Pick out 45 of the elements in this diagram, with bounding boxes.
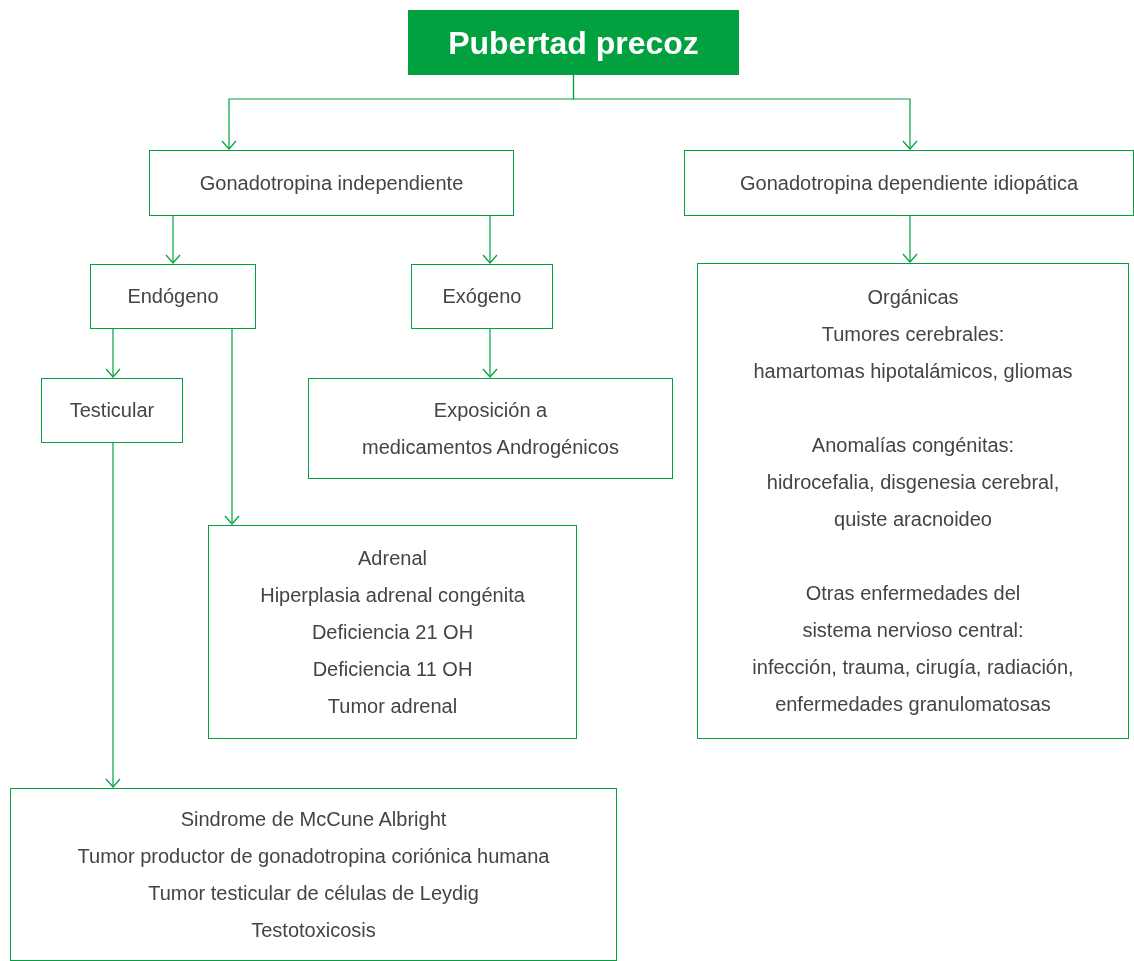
title-text: Pubertad precoz xyxy=(448,23,699,63)
node-text: Sindrome de McCune Albright xyxy=(180,806,447,832)
node-text: Exposición a xyxy=(433,397,548,423)
node-text: Gonadotropina independiente xyxy=(199,170,464,196)
node-text: Deficiencia 21 OH xyxy=(311,619,474,645)
category-box xyxy=(697,263,1129,739)
node-text: Tumor testicular de células de Leydig xyxy=(148,880,479,906)
node-text: enfermedades granulomatosas xyxy=(775,692,1051,717)
node-text: Testicular xyxy=(69,398,155,423)
arrow xyxy=(105,328,121,378)
node-text: infección, trauma, cirugía, radiación, xyxy=(752,655,1074,680)
category-box xyxy=(208,525,577,739)
node-text: Otras enfermedades del xyxy=(805,581,1021,606)
arrow xyxy=(105,442,121,788)
arrow xyxy=(902,215,918,263)
arrow xyxy=(482,215,498,264)
node-text: Endógeno xyxy=(127,284,219,309)
node-text: Deficiencia 11 OH xyxy=(312,656,473,682)
node-text: Orgánicas xyxy=(867,285,959,310)
category-box xyxy=(90,264,256,329)
node-text: sistema nervioso central: xyxy=(802,618,1024,643)
arrow xyxy=(224,328,240,525)
node-text: hamartomas hipotalámicos, gliomas xyxy=(753,359,1073,384)
category-box xyxy=(41,378,183,443)
category-box xyxy=(684,150,1134,216)
category-box xyxy=(308,378,673,479)
category-box xyxy=(411,264,553,329)
title-box xyxy=(408,10,739,75)
node-text: medicamentos Androgénicos xyxy=(362,434,619,460)
node-text: hidrocefalia, disgenesia cerebral, xyxy=(766,470,1060,495)
node-text: Gonadotropina dependiente idiopática xyxy=(739,170,1078,196)
node-text: Anomalías congénitas: xyxy=(811,433,1015,458)
node-text: quiste aracnoideo xyxy=(834,507,992,532)
category-box xyxy=(10,788,617,961)
node-text: Testotoxicosis xyxy=(251,917,376,943)
node-text: Exógeno xyxy=(442,284,522,309)
node-text: Tumores cerebrales: xyxy=(821,322,1005,347)
arrow xyxy=(165,215,181,264)
node-text: Adrenal xyxy=(358,545,427,571)
node-text: Tumor adrenal xyxy=(327,693,458,719)
node-text: Tumor productor de gonadotropina coriónica humana xyxy=(77,843,550,869)
arrow xyxy=(482,328,498,378)
node-text: Hiperplasia adrenal congénita xyxy=(260,582,525,608)
category-box xyxy=(149,150,514,216)
arrow xyxy=(572,74,918,150)
